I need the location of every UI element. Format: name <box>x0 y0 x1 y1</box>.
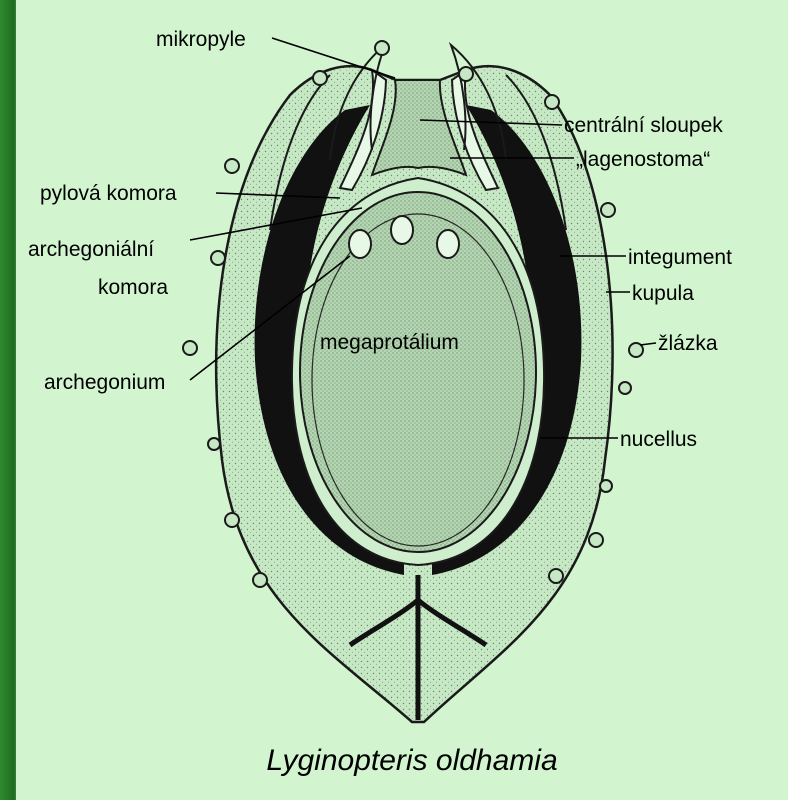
label-nucellus: nucellus <box>620 428 697 451</box>
label-zlazka: žlázka <box>658 332 718 355</box>
label-kupula: kupula <box>632 282 694 305</box>
archegonium-3 <box>437 230 459 258</box>
archegonium-1 <box>349 230 371 258</box>
label-archegonialni: archegoniální <box>28 238 154 261</box>
label-lagenostoma: „lagenostoma“ <box>576 148 710 171</box>
label-archegonium: archegonium <box>44 371 165 394</box>
archegonium-2 <box>391 216 413 244</box>
label-integument: integument <box>628 246 732 269</box>
label-mikropyle: mikropyle <box>156 28 246 51</box>
label-megaprotalium: megaprotálium <box>320 331 459 354</box>
caption: Lyginopteris oldhamia <box>266 744 557 777</box>
label-archegonialni-komora: komora <box>98 276 168 299</box>
label-centralni-sloupek: centrální sloupek <box>564 114 723 137</box>
label-pylova-komora: pylová komora <box>40 182 177 205</box>
megaprotalium-body <box>300 192 536 552</box>
